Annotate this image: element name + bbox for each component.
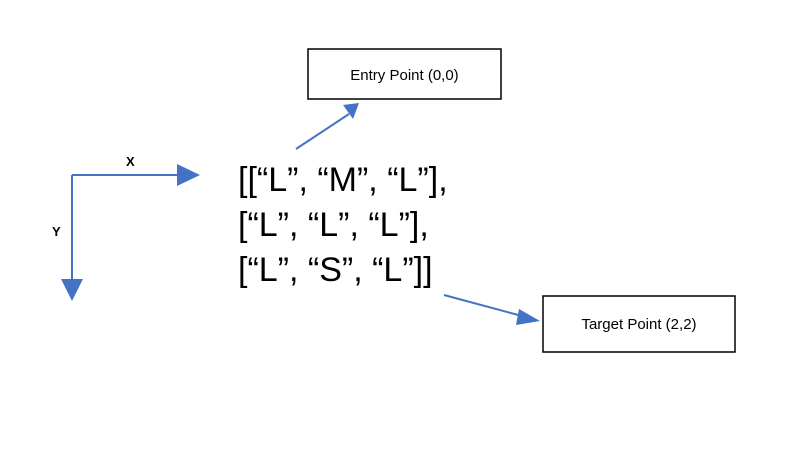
entry-point-callout: Entry Point (0,0) bbox=[295, 48, 502, 150]
grid-row-1: [“L”, “L”, “L”], bbox=[238, 206, 429, 244]
grid-matrix: [[“L”, “M”, “L”], [“L”, “L”, “L”], [“L”,… bbox=[238, 161, 448, 289]
entry-point-box bbox=[307, 48, 502, 100]
y-axis: Y bbox=[52, 175, 83, 301]
grid-row-2: [“L”, “S”, “L”]] bbox=[238, 251, 433, 289]
target-point-label: Target Point (2,2) bbox=[581, 316, 696, 333]
x-axis: X bbox=[72, 154, 200, 186]
x-axis-arrowhead bbox=[177, 164, 200, 186]
target-point-box bbox=[542, 295, 736, 353]
grid-row-0: [[“L”, “M”, “L”], bbox=[238, 161, 448, 199]
entry-point-arrow-line bbox=[295, 113, 350, 150]
target-point-arrow-line bbox=[443, 294, 523, 317]
y-axis-label: Y bbox=[52, 224, 61, 239]
target-point-callout: Target Point (2,2) bbox=[443, 294, 736, 353]
entry-point-label: Entry Point (0,0) bbox=[350, 67, 458, 84]
y-axis-arrowhead bbox=[61, 279, 83, 301]
x-axis-label: X bbox=[126, 154, 135, 169]
target-point-arrowhead bbox=[516, 309, 540, 325]
entry-point-arrowhead bbox=[343, 103, 359, 119]
